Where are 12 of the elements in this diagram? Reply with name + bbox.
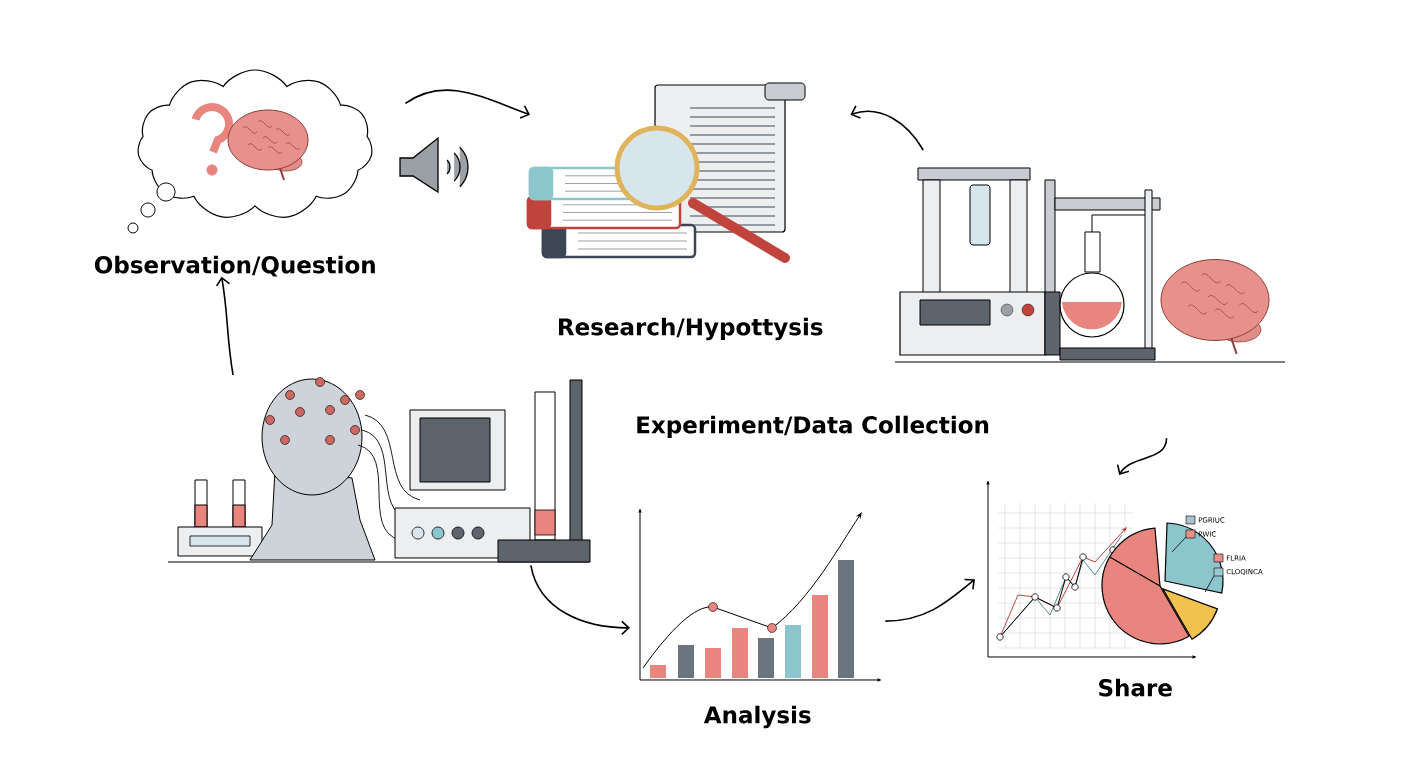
stage-heading: Observation/Question bbox=[94, 255, 375, 277]
arrow bbox=[850, 105, 924, 151]
stage-heading: Experiment/Data Collection bbox=[637, 415, 989, 438]
arrow bbox=[1116, 437, 1168, 475]
arrow bbox=[215, 276, 234, 376]
stage-heading: Share bbox=[1099, 678, 1172, 697]
arrow bbox=[404, 89, 530, 119]
stage-heading: Analysis bbox=[703, 705, 811, 729]
eeg-setup-drawing bbox=[167, 377, 591, 563]
stage-heading: Research/Hypottysis bbox=[559, 317, 823, 341]
arrow bbox=[884, 578, 975, 622]
arrow bbox=[530, 564, 630, 636]
